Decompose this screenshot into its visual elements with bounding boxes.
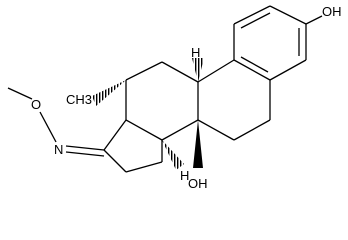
label-h-c14: H bbox=[180, 168, 189, 183]
label-h-c9: H bbox=[191, 45, 200, 60]
label-oxime-oxygen: O bbox=[31, 97, 41, 112]
label-methyl: CH3 bbox=[66, 92, 92, 107]
phenol-bond bbox=[305, 15, 323, 25]
h-hashed-bond-c9 bbox=[192, 58, 204, 82]
molecule-diagram: OH OH O N H H CH3 bbox=[7, 4, 342, 191]
h-hashed-bond-c14 bbox=[162, 140, 184, 170]
ring-d bbox=[103, 119, 163, 173]
ring-c bbox=[125, 61, 199, 141]
methoxy-chain bbox=[7, 87, 57, 143]
methyl-hashed-bond bbox=[92, 80, 126, 106]
hydroxy-wedge-bond bbox=[193, 120, 203, 168]
label-imine-nitrogen: N bbox=[54, 142, 63, 157]
label-oh-phenol: OH bbox=[322, 4, 342, 19]
ring-b bbox=[197, 59, 271, 141]
imine-double-bond bbox=[65, 145, 105, 157]
label-oh-ring-b: OH bbox=[188, 176, 208, 191]
ring-a-aromatic bbox=[233, 5, 307, 81]
